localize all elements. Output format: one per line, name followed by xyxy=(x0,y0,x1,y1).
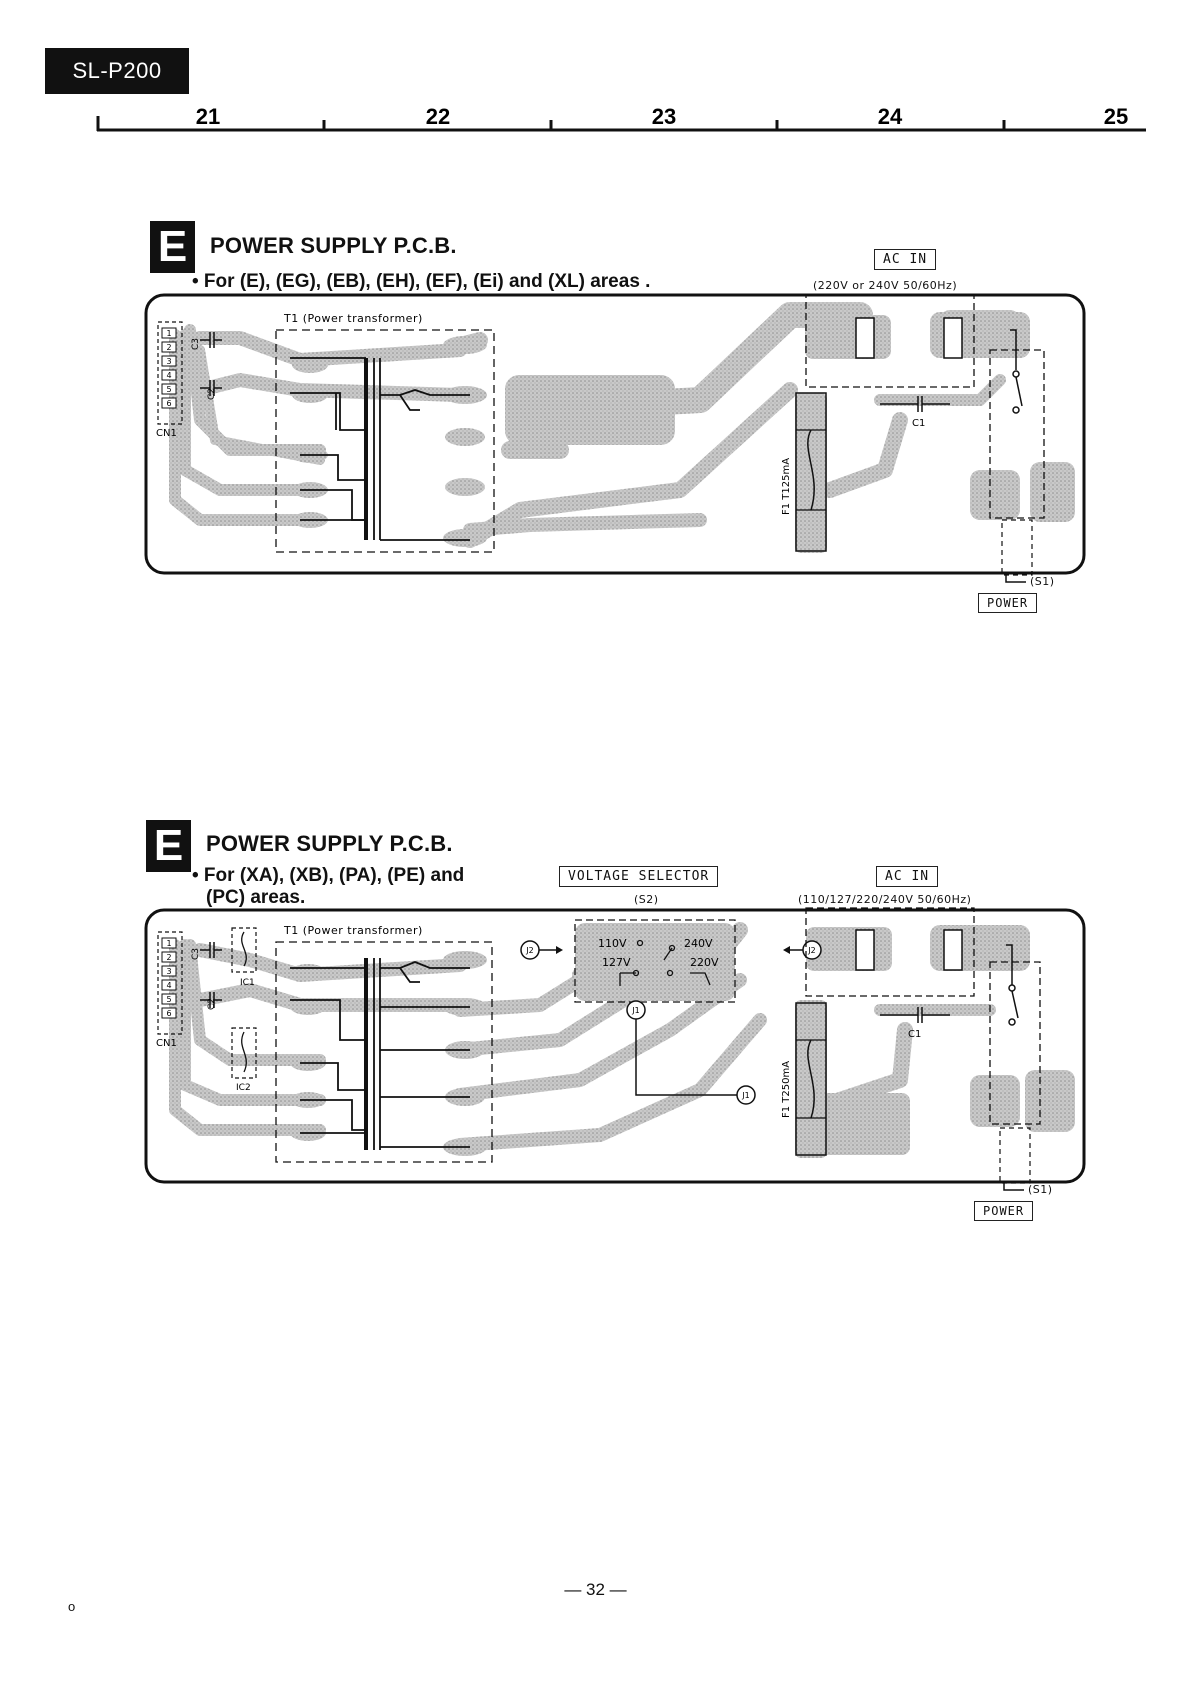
voltage-selector-label: VOLTAGE SELECTOR xyxy=(559,866,719,887)
j2-label-a: J2 xyxy=(525,946,533,955)
fuse-label-1: F1 T125mA xyxy=(781,458,792,515)
ac-in-label-2: AC IN xyxy=(876,866,939,887)
c2-label-2: C2 xyxy=(207,998,217,1010)
ic1-label: IC1 xyxy=(240,978,255,988)
pin-label-1-6: 6 xyxy=(166,399,171,408)
connector-label-2: CN1 xyxy=(156,1038,177,1049)
transformer-label-1: T1 (Power transformer) xyxy=(283,312,423,325)
section-title-1: POWER SUPPLY P.C.B. xyxy=(210,233,457,258)
section-badge-1: E xyxy=(150,221,195,273)
page-number: — 32 — xyxy=(564,1580,627,1599)
pcb-board-1: 1 2 3 4 5 6 CN1 C3 C2 T1 (Power transfor… xyxy=(144,293,1086,583)
v220-label: 220V xyxy=(690,956,719,969)
section-subtitle-2-line2: (PC) areas. xyxy=(206,887,306,908)
ruler-tick-21: 21 xyxy=(196,104,220,129)
switch-label-2: (S1) xyxy=(1028,1183,1053,1196)
j1-label-a: J1 xyxy=(631,1006,639,1015)
model-tag: SL-P200 xyxy=(45,48,189,94)
pin-label-1-3: 3 xyxy=(166,357,171,366)
j1-label-b: J1 xyxy=(741,1091,749,1100)
j2-label-b: J2 xyxy=(807,946,815,955)
ruler-tick-25: 25 xyxy=(1104,104,1128,129)
pin-label-2-1: 1 xyxy=(166,939,171,948)
c3-label-2: C3 xyxy=(191,948,201,960)
ruler-tick-22: 22 xyxy=(426,104,450,129)
v240-label: 240V xyxy=(684,937,713,950)
pin-label-2-2: 2 xyxy=(166,953,171,962)
ic2-label: IC2 xyxy=(236,1083,251,1093)
ruler-tick-24: 24 xyxy=(878,104,903,129)
v110-label: 110V xyxy=(598,937,627,950)
c2-label-1: C2 xyxy=(207,388,217,400)
power-label-2: POWER xyxy=(974,1201,1034,1221)
c1-label-1: C1 xyxy=(912,418,925,429)
switch-label-1: (S1) xyxy=(1030,575,1055,588)
transformer-label-2: T1 (Power transformer) xyxy=(283,924,423,937)
section-badge-2: E xyxy=(146,820,191,872)
pin-label-2-3: 3 xyxy=(166,967,171,976)
ruler-tick-23: 23 xyxy=(652,104,676,129)
connector-label-1: CN1 xyxy=(156,428,177,439)
ac-in-spec-2: (110/127/220/240V 50/60Hz) xyxy=(798,893,972,906)
pin-label-1-2: 2 xyxy=(166,343,171,352)
section-subtitle-1: • For (E), (EG), (EB), (EH), (EF), (Ei) … xyxy=(192,271,651,292)
pin-label-1-4: 4 xyxy=(166,371,171,380)
pin-label-2-4: 4 xyxy=(166,981,171,990)
section-title-2: POWER SUPPLY P.C.B. xyxy=(206,831,453,856)
ac-in-label-1: AC IN xyxy=(874,249,937,270)
grid-ruler: 21 22 23 24 25 xyxy=(96,104,1146,132)
power-label-1: POWER xyxy=(978,593,1038,613)
pin-label-1-1: 1 xyxy=(166,329,171,338)
ac-in-spec-1: (220V or 240V 50/60Hz) xyxy=(813,279,958,292)
c3-label-1: C3 xyxy=(191,338,201,350)
pin-label-2-5: 5 xyxy=(166,995,171,1004)
section-subtitle-2-line1: • For (XA), (XB), (PA), (PE) and xyxy=(192,865,465,886)
v127-label: 127V xyxy=(602,956,631,969)
fuse-label-2: F1 T250mA xyxy=(781,1061,792,1118)
pin-label-1-5: 5 xyxy=(166,385,171,394)
pin-label-2-6: 6 xyxy=(166,1009,171,1018)
voltage-selector-ref: (S2) xyxy=(634,893,659,906)
corner-mark: o xyxy=(68,1599,76,1614)
c1-label-2: C1 xyxy=(908,1029,921,1040)
